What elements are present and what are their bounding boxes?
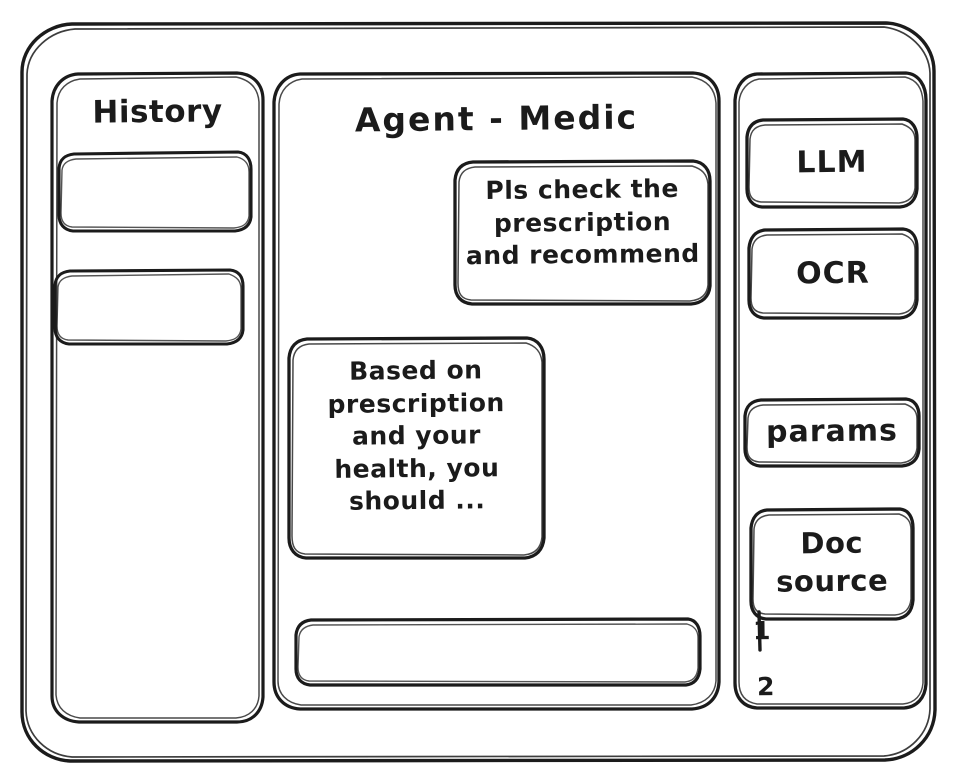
history-item-1-outline <box>57 150 253 233</box>
tool-button-llm-label: LLM <box>796 144 868 181</box>
tools-panel-outline <box>733 71 928 710</box>
sidebar-panel-outline <box>50 71 265 724</box>
tool-button-params[interactable]: params <box>745 399 919 466</box>
sidebar-item-1-label <box>59 177 251 179</box>
main-panel-title: Agent - Medic <box>354 97 639 140</box>
doc-source-outline <box>749 507 915 621</box>
doc-source-label: Doc source <box>776 525 889 599</box>
sidebar-item-2-label <box>55 293 243 295</box>
tool-button-ocr-label: OCR <box>796 255 870 292</box>
window-frame <box>20 21 937 763</box>
doc-source-item-1[interactable]: 1 <box>752 616 772 646</box>
history-item-2-outline <box>53 268 245 346</box>
doc-source-item-2[interactable]: 2 <box>756 672 776 702</box>
composer-outline <box>294 617 702 687</box>
composer-value <box>310 637 686 641</box>
tool-button-params-label: params <box>765 413 899 450</box>
user-message-text: Pls check the prescription and recommend <box>465 173 700 271</box>
assistant-message-bubble: Based on prescription and your health, y… <box>289 338 544 558</box>
llm-button-outline <box>745 117 919 209</box>
sidebar-title: History <box>92 93 223 131</box>
assistant-message-outline <box>287 336 546 560</box>
tool-button-llm[interactable]: LLM <box>747 119 917 207</box>
doc-source-item-1-tick <box>757 610 762 652</box>
composer-input[interactable] <box>296 619 700 685</box>
params-button-outline <box>743 397 921 468</box>
user-message-outline <box>453 159 712 306</box>
main-panel-outline <box>272 71 721 711</box>
ocr-button-outline <box>747 227 919 320</box>
tool-button-ocr[interactable]: OCR <box>749 229 917 318</box>
assistant-message-text: Based on prescription and your health, y… <box>327 355 505 516</box>
user-message-bubble: Pls check the prescription and recommend <box>455 161 710 304</box>
sidebar-item-2[interactable] <box>55 270 243 344</box>
doc-source-panel[interactable]: Doc source <box>751 509 913 619</box>
sidebar-item-1[interactable] <box>59 152 251 231</box>
